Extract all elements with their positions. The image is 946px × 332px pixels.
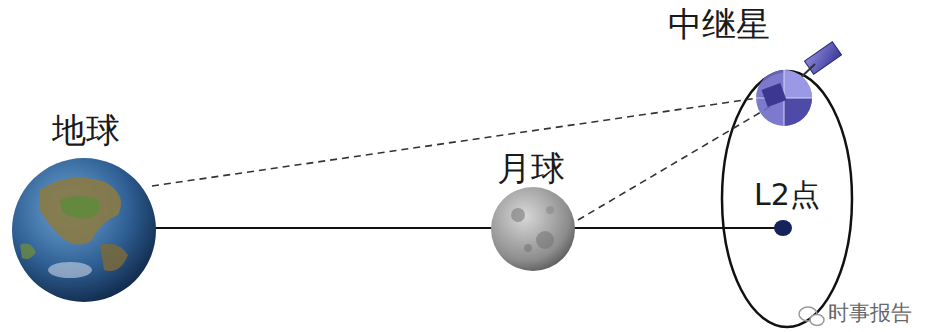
moon-picture: [491, 187, 575, 271]
earth-picture: [12, 158, 156, 302]
halo-orbit: [722, 71, 852, 327]
earth-relay-link: [152, 96, 772, 186]
l2-point-label: L2点: [754, 178, 820, 211]
watermark: 时事报告: [828, 302, 912, 325]
relay-satellite-label: 中继星: [668, 6, 770, 43]
earth-moon-l2-line: [150, 227, 783, 229]
moon-label: 月球: [497, 150, 565, 187]
watermark-icon: [799, 307, 824, 326]
relay-satellite: [756, 42, 842, 126]
l2-point: [774, 220, 792, 236]
earth-label: 地球: [52, 112, 120, 149]
moon-relay-link: [578, 102, 778, 220]
